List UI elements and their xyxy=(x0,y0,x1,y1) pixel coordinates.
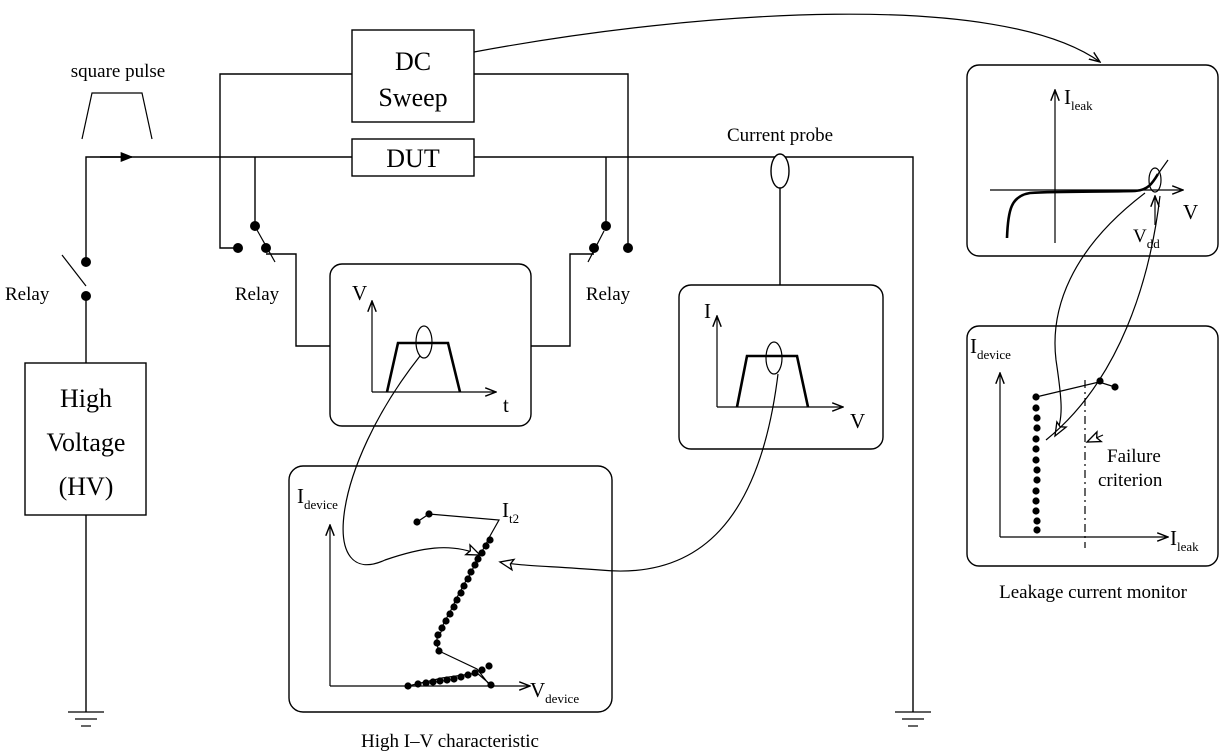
measurement-point xyxy=(457,673,465,681)
relay-left-switch[interactable] xyxy=(61,254,91,301)
high-iv-characteristic-panel: Idevice Vdevice It2 xyxy=(288,465,613,713)
v-axis-label: V xyxy=(352,281,367,305)
leakage-caption: Leakage current monitor xyxy=(999,582,1187,603)
measurement-point xyxy=(474,555,482,563)
v-device-axis-label: Vdevice xyxy=(530,678,579,706)
measurement-point xyxy=(1032,456,1040,464)
it2-label: It2 xyxy=(502,498,519,526)
measurement-point xyxy=(464,671,472,679)
t-axis-label: t xyxy=(503,393,509,417)
relay-right-switch[interactable] xyxy=(587,221,633,263)
dc-sweep-label: DC xyxy=(395,47,431,76)
measurement-point xyxy=(457,589,465,597)
measurement-point xyxy=(436,677,444,685)
i-device-axis-label: Idevice xyxy=(970,334,1011,362)
measurement-point xyxy=(1032,445,1040,453)
relay-label: Relay xyxy=(5,284,50,305)
dc-sweep-box xyxy=(351,29,475,123)
measurement-point xyxy=(485,662,493,670)
measurement-point xyxy=(1032,435,1040,443)
leakage-current-monitor-panel: Idevice Ileak Failure criterion xyxy=(966,325,1219,567)
connector-curves xyxy=(342,13,1161,572)
v-axis-label: V xyxy=(1183,200,1198,224)
current-probe-icon xyxy=(770,153,790,189)
relay-label: Relay xyxy=(235,284,280,305)
measurement-point xyxy=(1033,424,1041,432)
relay-label: Relay xyxy=(586,284,631,305)
measurement-point xyxy=(460,582,468,590)
measurement-point xyxy=(1096,377,1104,385)
measurement-point xyxy=(1033,517,1041,525)
failure-criterion-label: Failure xyxy=(1107,446,1161,467)
hv-label: Voltage xyxy=(47,428,126,457)
ground-icon xyxy=(895,711,931,727)
measurement-point xyxy=(1032,497,1040,505)
measurement-point xyxy=(478,666,486,674)
measurement-point xyxy=(435,647,443,655)
main-signal-line xyxy=(85,151,914,712)
measurement-point xyxy=(1033,414,1041,422)
square-pulse-icon xyxy=(81,92,153,140)
measurement-point xyxy=(404,682,412,690)
measurement-point xyxy=(438,624,446,632)
measurement-point xyxy=(450,603,458,611)
i-axis-label: I xyxy=(704,299,711,323)
measurement-point xyxy=(471,561,479,569)
measurement-point xyxy=(1033,476,1041,484)
measurement-point xyxy=(1033,526,1041,534)
measurement-point xyxy=(467,568,475,576)
measurement-point xyxy=(453,596,461,604)
measurement-point xyxy=(487,681,495,689)
hv-label: (HV) xyxy=(59,472,114,501)
measurement-point xyxy=(1032,393,1040,401)
measurement-point xyxy=(1033,466,1041,474)
dc-sweep-wiring xyxy=(219,73,781,347)
dut-box xyxy=(351,138,475,177)
v-axis-label: V xyxy=(850,409,865,433)
measurement-point xyxy=(1111,383,1119,391)
measurement-point xyxy=(471,669,479,677)
square-pulse-label: square pulse xyxy=(71,61,165,82)
dut-label: DUT xyxy=(386,144,440,173)
current-probe-label: Current probe xyxy=(727,125,833,146)
measurement-point xyxy=(442,617,450,625)
measurement-point xyxy=(464,575,472,583)
dc-sweep-label: Sweep xyxy=(378,83,447,112)
measurement-point xyxy=(1032,487,1040,495)
measurement-point xyxy=(433,639,441,647)
failure-criterion-label: criterion xyxy=(1098,470,1163,491)
measurement-point xyxy=(414,680,422,688)
measurement-point xyxy=(434,631,442,639)
relay-mid-switch[interactable] xyxy=(233,221,276,263)
current-waveform-panel: I V xyxy=(678,284,884,450)
measurement-point xyxy=(478,549,486,557)
measurement-point xyxy=(1032,404,1040,412)
measurement-point xyxy=(422,679,430,687)
high-iv-caption: High I–V characteristic xyxy=(361,731,539,752)
measurement-point xyxy=(446,610,454,618)
measurement-point xyxy=(482,542,490,550)
hv-box xyxy=(24,362,147,516)
vdd-label: Vdd xyxy=(1133,226,1160,251)
hv-label: High xyxy=(60,384,112,413)
voltage-waveform-panel: V t xyxy=(329,263,532,427)
leakage-iv-panel: Ileak V Vdd xyxy=(966,64,1219,257)
measurement-point xyxy=(429,678,437,686)
i-leak-axis-label: Ileak xyxy=(1064,85,1093,113)
i-leak-axis-label: Ileak xyxy=(1170,526,1199,554)
measurement-point xyxy=(443,676,451,684)
measurement-point xyxy=(486,536,494,544)
measurement-point xyxy=(450,675,458,683)
measurement-point xyxy=(413,518,421,526)
measurement-point xyxy=(1032,507,1040,515)
ground-icon xyxy=(68,711,104,727)
i-device-axis-label: Idevice xyxy=(297,484,338,512)
measurement-point xyxy=(425,510,433,518)
